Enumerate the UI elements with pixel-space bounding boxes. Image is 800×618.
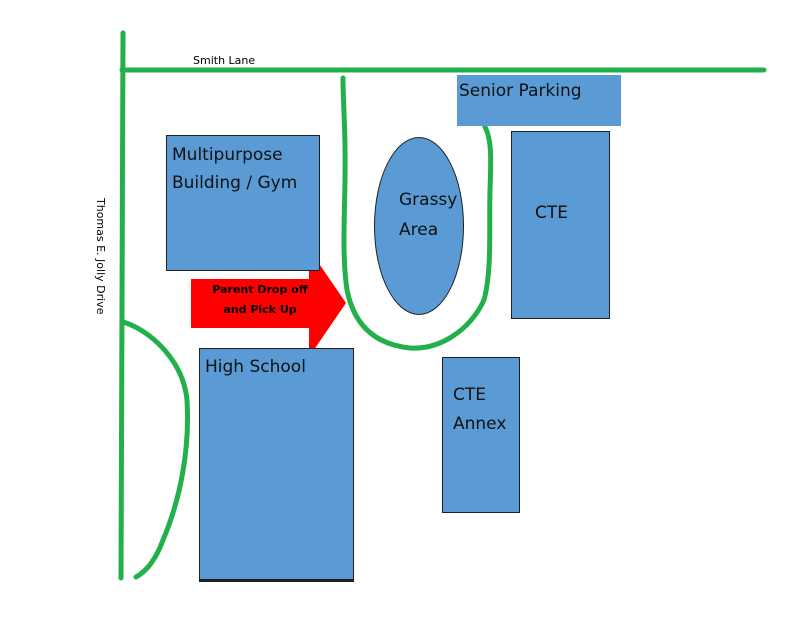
grassy-area: Grassy Area [374, 137, 464, 315]
multipurpose-building-label-line1: Multipurpose [172, 145, 283, 165]
grassy-area-label-line2: Area [399, 220, 439, 240]
drop-off-loop-road [340, 75, 494, 351]
multipurpose-building-label-line2: Building / Gym [172, 173, 298, 193]
cte-annex-building: CTE Annex [442, 357, 520, 513]
cte-building: CTE [511, 131, 610, 319]
senior-parking-label: Senior Parking [459, 81, 582, 101]
drop-off-label: Parent Drop off and Pick Up [196, 280, 324, 320]
grassy-area-label-line1: Grassy [399, 190, 458, 210]
senior-parking: Senior Parking [457, 75, 621, 126]
bus-loop-road [120, 319, 190, 580]
cte-building-label: CTE [535, 203, 568, 223]
drop-off-label-line1: Parent Drop off [212, 283, 308, 296]
cte-annex-label-line1: CTE [453, 385, 486, 405]
drop-off-arrow [191, 249, 346, 357]
multipurpose-building: Multipurpose Building / Gym [166, 135, 320, 271]
smith-lane-label: Smith Lane [193, 54, 256, 67]
cte-annex-label-line2: Annex [453, 414, 507, 434]
drop-off-label-line2: and Pick Up [223, 303, 297, 316]
jolly-drive-road [118, 30, 126, 581]
high-school-building: High School [199, 348, 354, 582]
high-school-label: High School [205, 357, 306, 377]
jolly-drive-label: Thomas E. Jolly Drive [94, 198, 107, 315]
